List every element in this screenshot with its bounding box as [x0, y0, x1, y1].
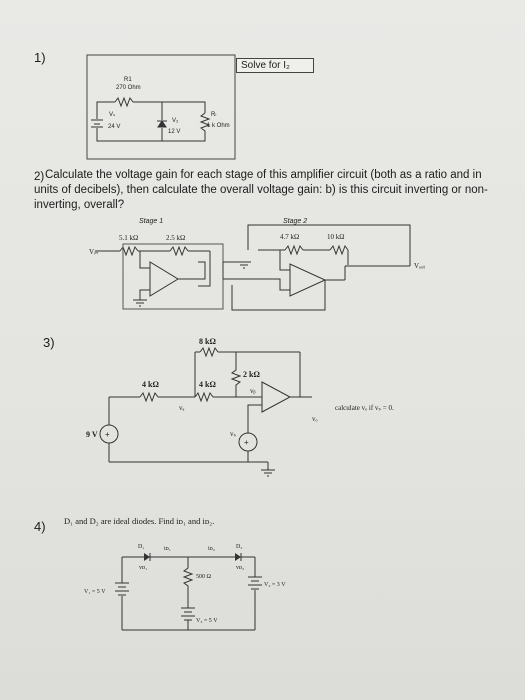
q2-vout-label: Vₒᵤₜ	[414, 262, 425, 270]
diode-d2-icon	[235, 553, 241, 561]
q4-d2-label: D₂	[236, 544, 242, 550]
solve-for-box: Solve for I₂	[236, 58, 314, 73]
q4-vd1-label: vᴅ₁	[139, 565, 147, 571]
q1-rl-value: 1 k Ohm	[207, 123, 230, 129]
q3-vo-label: vₒ	[312, 415, 318, 423]
q1-vs-label: Vₛ	[109, 112, 115, 118]
q2-number: 2)	[34, 171, 45, 183]
q2-r-2-5k: 2.5 kΩ	[166, 234, 185, 242]
q2-stage1-label: Stage 1	[139, 218, 163, 225]
q4-number: 4)	[34, 519, 46, 534]
q3-plus-minus-right: +	[244, 438, 249, 447]
q3-number: 3)	[43, 335, 55, 350]
q3-r-4k-left: 4 kΩ	[142, 380, 159, 389]
q4-r-500: 500 Ω	[196, 574, 212, 580]
q4-question-text: D₁ and D₂ are ideal diodes. Find iᴅ₁ and…	[64, 516, 215, 526]
q2-stage2-label: Stage 2	[283, 218, 307, 225]
q4-v2-label: V₂ = 3 V	[264, 582, 286, 588]
q2-r-10k: 10 kΩ	[327, 233, 344, 241]
q1-vs-value: 24 V	[108, 124, 120, 130]
q3-circuit	[99, 346, 312, 477]
q2-vin-label: Vᵢₙ	[89, 248, 98, 256]
q2-r-4-7k: 4.7 kΩ	[280, 233, 299, 241]
q3-9v-label: 9 V	[86, 430, 98, 439]
q1-number: 1)	[34, 50, 46, 65]
q2-question-text: Calculate the voltage gain for each stag…	[34, 169, 488, 211]
q4-d1-label: D₁	[138, 544, 144, 550]
q1-rl-label: Rₗ	[211, 112, 216, 118]
q1-r1-value: 270 Ohm	[116, 85, 141, 91]
q4-v1-label: V₁ = 5 V	[84, 589, 106, 595]
q4-vd2-label: vᴅ₂	[236, 565, 244, 571]
q4-id2-label: iᴅ₂	[208, 546, 215, 552]
q4-id1-label: iᴅ₁	[164, 546, 171, 552]
q1-vz-label: V₂	[172, 118, 179, 124]
q3-va-label: vₐ	[179, 404, 185, 412]
q3-plus-minus-left: +	[105, 430, 110, 439]
q1-r1-label: R1	[124, 77, 132, 83]
q3-r-4k-mid: 4 kΩ	[199, 380, 216, 389]
q4-v3-label: V₃ = 5 V	[196, 618, 218, 624]
q2-r-5-1k: 5.1 kΩ	[119, 234, 138, 242]
q3-r-8k: 8 kΩ	[199, 337, 216, 346]
q2-circuit	[95, 224, 411, 311]
diode-d1-icon	[144, 553, 150, 561]
q3-vs-label: vₛ	[230, 430, 237, 438]
q1-vz-value: 12 V	[168, 129, 180, 135]
q3-vb-label: vᵦ	[250, 387, 256, 395]
q3-calc-text: calculate vₒ if vₛ = 0.	[335, 404, 394, 412]
q3-r-2k: 2 kΩ	[243, 370, 260, 379]
